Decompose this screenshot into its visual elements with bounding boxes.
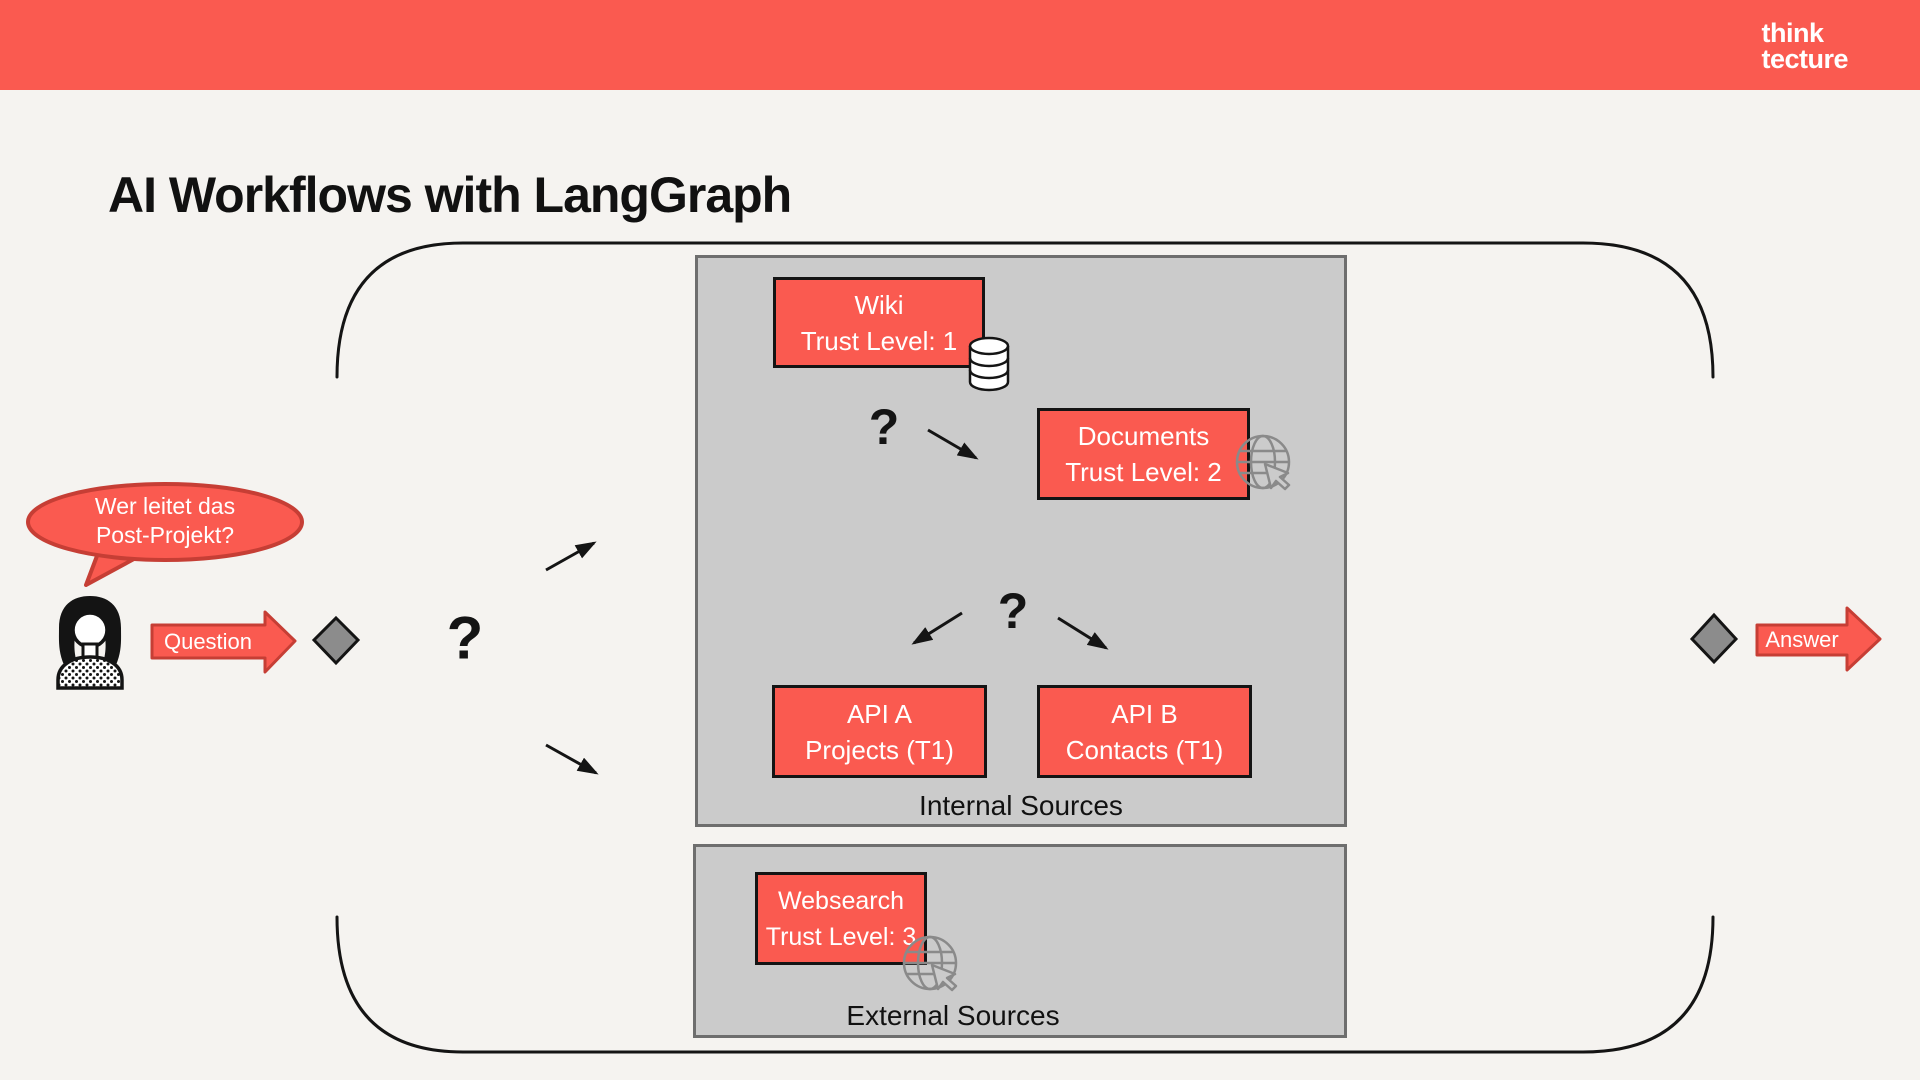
node-api-b-sub: Contacts (T1) (1065, 734, 1224, 765)
node-api-b-title: API B (1111, 698, 1178, 729)
speech-bubble-tail (84, 546, 147, 587)
external-sources-label: External Sources (846, 1000, 1060, 1031)
node-wiki-trust: Trust Level: 1 (800, 325, 958, 356)
internal-sources-label: Internal Sources (919, 790, 1123, 821)
node-websearch-title: Websearch (778, 886, 904, 915)
question-arrow-label: Question (163, 629, 253, 654)
user-face (71, 611, 109, 649)
user-neck (81, 642, 99, 662)
header-bar: think tecture (0, 0, 1920, 90)
node-api-a-title: API A (846, 698, 913, 729)
node-wiki: Wiki Trust Level: 1 (773, 277, 985, 368)
gateway-diamond-left (311, 615, 361, 666)
speech-bubble-text: Wer leitet das Post-Projekt? (95, 492, 235, 550)
question-mark-apis: ? (997, 583, 1029, 639)
node-websearch-trust: Trust Level: 3 (765, 922, 917, 951)
node-api-b: API B Contacts (T1) (1037, 685, 1252, 778)
page-title: AI Workflows with LangGraph (108, 167, 792, 223)
thinktecture-logo: think tecture (1761, 18, 1848, 74)
question-mark-wiki: ? (868, 399, 900, 455)
logo-line-1: think (1761, 18, 1824, 48)
node-documents-title: Documents (1077, 421, 1210, 451)
node-websearch: Websearch Trust Level: 3 (755, 872, 927, 965)
answer-arrow-label: Answer (1765, 627, 1839, 652)
node-api-a: API A Projects (T1) (772, 685, 987, 778)
question-mark-routing: ? (446, 604, 484, 672)
speech-bubble-line2: Post-Projekt? (95, 522, 235, 548)
user-torso (56, 655, 124, 690)
node-documents: Documents Trust Level: 2 (1037, 408, 1250, 500)
speech-bubble-line1: Wer leitet das (94, 493, 236, 519)
node-documents-trust: Trust Level: 2 (1065, 457, 1222, 487)
arrow-to-internal (545, 541, 597, 572)
logo-line-2: tecture (1761, 44, 1848, 74)
user-hair (58, 596, 122, 667)
node-api-a-sub: Projects (T1) (805, 734, 954, 765)
node-wiki-title: Wiki (854, 289, 904, 320)
gateway-diamond-right (1689, 612, 1739, 665)
user-icon (56, 596, 124, 690)
arrow-to-external (545, 743, 599, 775)
